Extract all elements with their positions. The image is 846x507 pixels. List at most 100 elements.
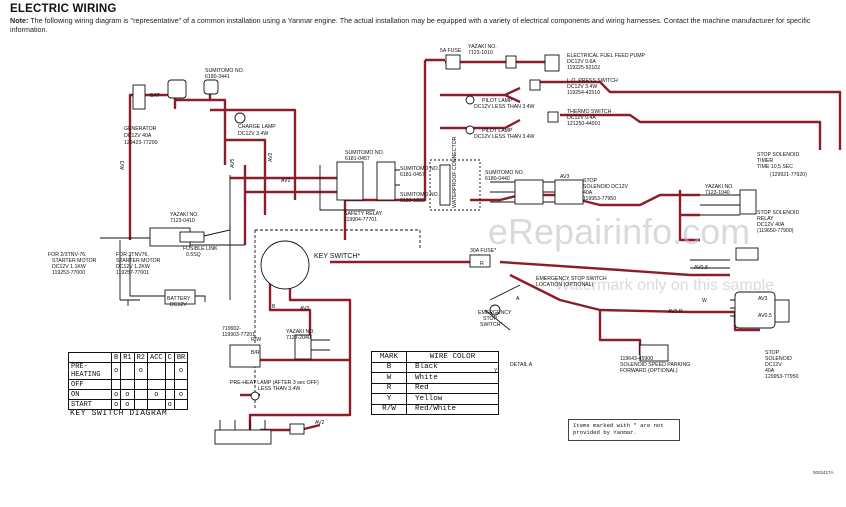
- wc-row: B Black: [371, 361, 499, 373]
- relay-connector: [739, 189, 757, 215]
- wire-av08-label: AV0.8: [694, 265, 708, 271]
- parts-g-2: 6180-0440: [485, 176, 510, 182]
- wire-w-label: W: [702, 298, 707, 304]
- fuel-pump-label-1: ELECTRICAL FUEL FEED PUMP: [567, 53, 646, 59]
- wire-pilot2: [440, 118, 521, 130]
- stop-main-label-4: 40A: [765, 368, 775, 374]
- ks-col-3: R2: [133, 352, 149, 363]
- pump-connector: [505, 55, 517, 69]
- wire-rw-label: R/W: [251, 337, 261, 343]
- preheat-code-1: 719902-: [222, 326, 241, 332]
- starter-mid-label-4: 119257-77001: [116, 270, 149, 276]
- glow-plugs-icon: [214, 429, 272, 445]
- generator-body: [132, 84, 146, 110]
- parts-a-2: 7123-1010: [468, 50, 493, 56]
- bat-label: BAT: [150, 93, 161, 99]
- fusible-label-2: 0.5SQ: [186, 252, 201, 258]
- relay-small: [735, 247, 759, 261]
- emerg-loc-label-2: LOCATION (OPTIONAL): [536, 282, 594, 288]
- pilot1-label-2: DC12V LESS THAN 3.4W: [474, 104, 535, 110]
- wire-av2-label-3: AV2: [300, 306, 310, 312]
- fuel-pump-label-3: 119225-52102: [567, 65, 600, 71]
- ks-cell: [110, 379, 122, 390]
- wc-color: Yellow: [406, 393, 499, 405]
- emerg-sw-label-3: SWITCH*: [480, 322, 502, 328]
- safety-relay-box: [376, 161, 396, 201]
- stop-mid-label-1: STOP: [583, 178, 598, 184]
- detail-a-label: DETAIL A: [510, 362, 533, 368]
- starter-left-label-4: 119253-77000: [52, 270, 85, 276]
- lo-press-label-2: DC12V 3.4W: [567, 84, 597, 90]
- glow-connector-2: [289, 423, 305, 435]
- ks-row: OFF: [68, 379, 189, 390]
- stop-mid-label-3: 40A: [583, 190, 593, 196]
- parts-a-1: YAZAKI NO.: [468, 44, 497, 50]
- starter-code-1: YAZAKI NO.: [170, 212, 199, 218]
- wire-ground-a: [119, 240, 140, 306]
- note-text: The following wiring diagram is "represe…: [10, 16, 811, 34]
- starter-mid-label-2: STARTER MOTOR: [116, 258, 161, 264]
- wire-tacho: [598, 310, 642, 355]
- wp-connector-plate: [439, 164, 451, 206]
- ks-cell: [173, 399, 189, 410]
- thermo-label-3: 121250-44901: [567, 121, 601, 127]
- timer-label-4: (129921-77920): [770, 172, 807, 178]
- emerg-loc-label-1: EMERGENCY STOP SWITCH: [536, 276, 607, 282]
- battery-label-1: BATTERY: [167, 296, 191, 302]
- wc-color: Black: [406, 361, 499, 373]
- press-switch-icon: [529, 79, 541, 91]
- wire-key-loop: [248, 260, 352, 435]
- ks-row: ON o o o o: [68, 389, 189, 400]
- key-switch-label: KEY SWITCH*: [314, 253, 360, 260]
- parts-g-1: SUMITOMO NO.: [485, 170, 524, 176]
- timer-label-2: TIMER: [757, 158, 773, 164]
- wc-header-mark: MARK: [371, 351, 407, 363]
- parts-c-1: SUMITOMO NO.: [205, 68, 244, 74]
- starter-left-label-2: STARTER MOTOR: [52, 258, 97, 264]
- bat-connector: [167, 79, 187, 99]
- wire-battery-neg: [129, 255, 165, 297]
- relay-block-1: [336, 161, 364, 201]
- stop-mid-label-4: 119953-77950: [583, 196, 616, 202]
- wire-av3r-label: AV3 R: [668, 309, 683, 315]
- ks-cell: [133, 389, 149, 400]
- fuse-30a-icon: [469, 254, 491, 268]
- ks-cell: [147, 399, 166, 410]
- wc-color: Red/White: [406, 403, 499, 415]
- ks-row-label: OFF: [68, 379, 112, 390]
- wire-pilot1: [440, 86, 521, 104]
- ks-row-label: ON: [68, 389, 112, 400]
- ks-cell: o: [110, 399, 122, 410]
- stop-mid-label-2: SOLENOID DC12V: [583, 184, 629, 190]
- ks-cell: [164, 389, 175, 400]
- wc-row: R/W Red/White: [371, 403, 499, 415]
- wp-box: [429, 159, 481, 211]
- wire-av05-right: AV0.5: [758, 313, 772, 319]
- tacho-label-3: FORWARD (OPTIONAL): [620, 368, 678, 374]
- wire-fuse-down: [345, 60, 427, 202]
- safety-relay-label-2: 119904-77701: [344, 217, 377, 223]
- wire-press: [540, 80, 842, 150]
- wire-stop-relay: [678, 190, 700, 242]
- wire-gen-top: [175, 98, 227, 165]
- timer-label-3: TIME 10,5 SEC: [757, 164, 793, 170]
- preheat-code-2: 119903-77201: [222, 332, 255, 338]
- wc-mark: Y: [371, 393, 407, 405]
- ks-col-6: BR: [173, 352, 189, 363]
- tacho-label-1: 119643-45900: [620, 356, 653, 362]
- fusible-label-1: FUSIBLE LINK: [183, 246, 218, 252]
- watermark-sub: Watermark only on this sample: [555, 277, 774, 294]
- timer-label-1: STOP SOLENOID: [757, 152, 799, 158]
- ks-col-1: B: [110, 352, 122, 363]
- pilot2-label-2: DC12V LESS THAN 3.4W: [474, 134, 535, 140]
- safety-relay-label-1: SAFETY RELAY: [344, 211, 383, 217]
- parts-e-1: SUMITOMO NO.: [400, 166, 439, 172]
- lo-press-label-1: L.O. PRESS SWITCH: [567, 78, 618, 84]
- ks-cell: o: [164, 399, 175, 410]
- stop-main-label-5: 129953-77950: [765, 374, 799, 380]
- ks-col-4: ACC: [147, 352, 166, 363]
- wire-charge-down: [225, 138, 267, 215]
- thermo-switch-icon: [547, 111, 559, 123]
- tacho-connector: [639, 344, 669, 362]
- emerg-sw-label-1: EMERGENCY: [478, 310, 512, 316]
